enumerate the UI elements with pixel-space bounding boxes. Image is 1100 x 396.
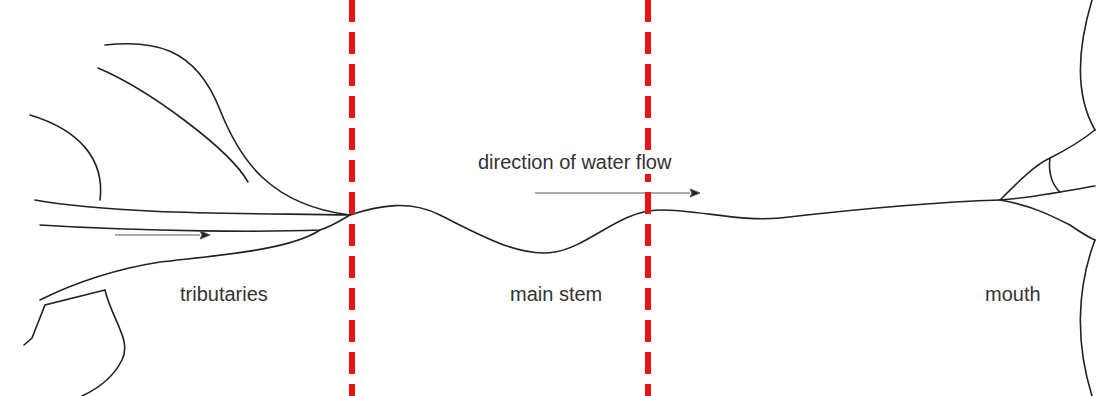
- delta-branch: [1000, 130, 1095, 200]
- boundary-dashed-line: [349, 0, 355, 396]
- flow-label: direction of water flow: [476, 150, 673, 174]
- delta-branch: [1049, 158, 1060, 192]
- coastline: [1080, 0, 1095, 130]
- coastline: [1080, 240, 1095, 396]
- tributary-line: [30, 115, 101, 200]
- delta-branch: [1000, 186, 1095, 200]
- delta-branch: [1000, 200, 1095, 240]
- boundary-dashed-line: [645, 0, 651, 396]
- section-label: mouth: [983, 282, 1043, 306]
- tributary-line: [24, 290, 105, 345]
- main-stem-river: [350, 200, 1000, 253]
- tributary-line: [82, 290, 125, 396]
- arrow-head: [690, 189, 700, 197]
- flow-arrow: [535, 193, 690, 194]
- tributary-line: [40, 215, 350, 231]
- arrow-head: [200, 231, 210, 239]
- tributary-line: [98, 68, 248, 182]
- flow-arrow: [115, 235, 200, 236]
- tributary-line: [35, 200, 350, 215]
- section-label: main stem: [508, 282, 604, 306]
- tributary-line: [105, 44, 350, 215]
- section-label: tributaries: [178, 282, 270, 306]
